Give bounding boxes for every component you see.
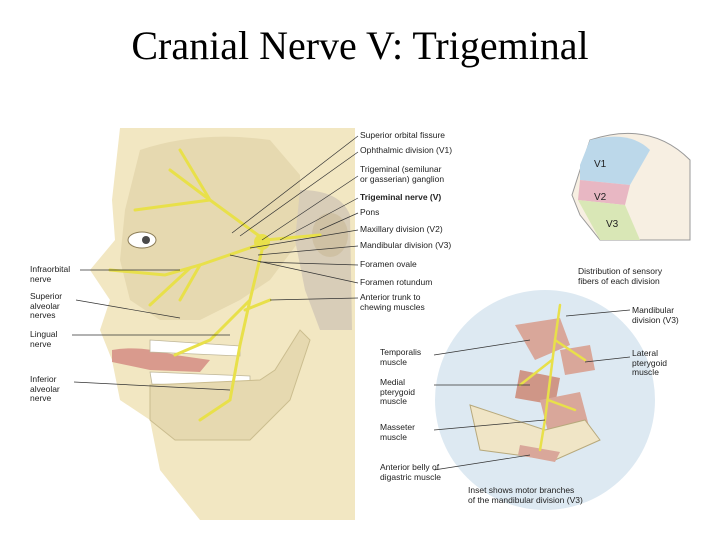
label-temporalis-muscle: Temporalis muscle	[380, 347, 422, 367]
label-infraorbital-nerve: Infraorbital nerve	[30, 264, 71, 284]
page-title: Cranial Nerve V: Trigeminal	[131, 23, 589, 68]
label-lingual-nerve: Lingual nerve	[30, 329, 58, 349]
label-ophthalmic-division: Ophthalmic division (V1)	[360, 145, 453, 155]
lips	[112, 348, 210, 372]
label-mandibular-division: Mandibular division (V3)	[360, 240, 452, 250]
inset-leader-lines	[433, 309, 631, 471]
label-medial-pterygoid-muscle: Medial pterygoid muscle	[380, 377, 415, 406]
zone-v3: V3	[606, 219, 619, 230]
head-illustration	[90, 128, 355, 520]
label-lateral-pterygoid-muscle: Lateral pterygoid muscle	[632, 348, 667, 377]
lateral-pterygoid-muscle	[560, 345, 595, 375]
label-trigeminal-ganglion: Trigeminal (semilunar or gasserian) gang…	[360, 164, 445, 184]
trigeminal-ganglion	[254, 234, 270, 250]
label-foramen-ovale: Foramen ovale	[360, 259, 417, 269]
mandibular-division	[173, 248, 272, 422]
leader-lines-left	[72, 269, 231, 391]
leader-lines-right	[229, 135, 359, 301]
sensory-caption: Distribution of sensory fibers of each d…	[578, 266, 663, 286]
label-digastric-muscle: Anterior belly of digastric muscle	[380, 462, 441, 482]
zone-v2: V2	[594, 192, 607, 203]
motor-nerves	[518, 303, 587, 452]
label-maxillary-division: Maxillary division (V2)	[360, 224, 443, 234]
label-foramen-rotundum: Foramen rotundum	[360, 277, 433, 287]
v3-zone	[578, 200, 640, 240]
maxillary-division	[108, 243, 260, 307]
v2-zone	[578, 180, 630, 205]
pupil	[142, 236, 150, 244]
label-superior-alveolar-nerves: Superior alveolar nerves	[30, 291, 63, 320]
label-superior-orbital-fissure: Superior orbital fissure	[360, 130, 446, 140]
nerves	[108, 148, 322, 422]
trigeminal-nerve-trunk	[263, 233, 322, 242]
mandible-inset	[469, 404, 601, 461]
mandible	[149, 329, 311, 441]
label-trigeminal-nerve: Trigeminal nerve (V)	[360, 192, 442, 202]
v1-zone	[580, 136, 650, 185]
ophthalmic-division	[133, 148, 264, 240]
motor-inset	[435, 290, 655, 510]
label-anterior-trunk: Anterior trunk to chewing muscles	[360, 292, 425, 312]
label-pons: Pons	[360, 207, 380, 217]
digastric-muscle	[518, 445, 560, 462]
label-masseter-muscle: Masseter muscle	[380, 422, 415, 442]
label-mandibular-division-inset: Mandibular division (V3)	[632, 305, 679, 325]
sensory-distribution-inset	[571, 132, 691, 241]
motor-caption: Inset shows motor branches of the mandib…	[468, 485, 583, 505]
label-inferior-alveolar-nerve: Inferior alveolar nerve	[30, 374, 60, 403]
zone-v1: V1	[594, 159, 607, 170]
